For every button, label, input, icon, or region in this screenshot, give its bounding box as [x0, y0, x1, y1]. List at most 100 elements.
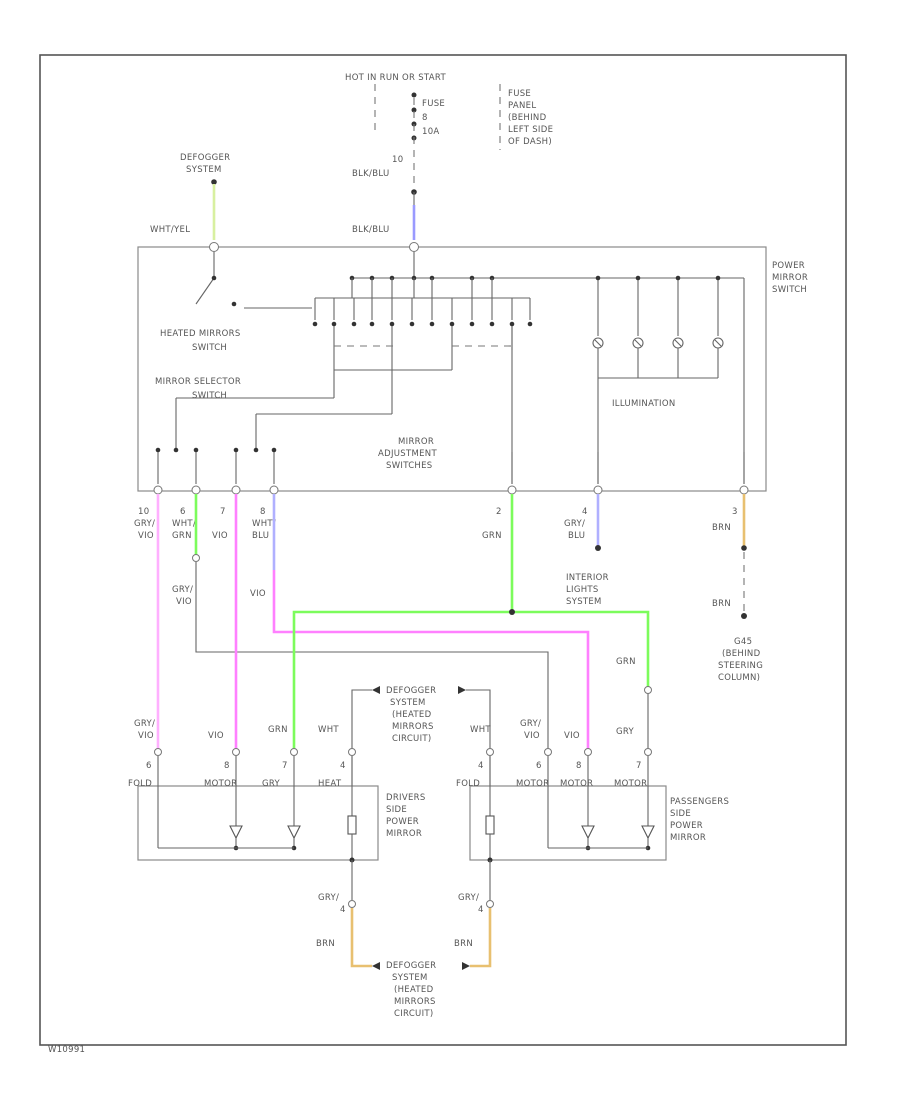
pin-label-10: 10 [138, 507, 149, 517]
contact-point-10 [489, 321, 495, 327]
bulb-filament-4 [714, 339, 722, 347]
passenger-pinlabel-1: FOLD [456, 779, 480, 789]
bulb-filament-3 [674, 339, 682, 347]
ground-label-3: STEERING [718, 661, 763, 671]
adjust-label-1: MIRROR [398, 437, 434, 447]
pin-label-4: 4 [582, 507, 588, 517]
driver-bottom-wire-3: BRN [316, 939, 335, 949]
driver-pin-1: 6 [146, 761, 152, 771]
driver-pin-2: 8 [224, 761, 230, 771]
switch-title-1: POWER [772, 261, 805, 271]
pin-label-3: 3 [732, 507, 738, 517]
passenger-pin-4: 7 [636, 761, 642, 771]
mid-gry-vio-b: VIO [176, 597, 192, 607]
bulb-filament-2 [634, 339, 642, 347]
ground-label-1: G45 [734, 637, 752, 647]
contact-point-4 [369, 321, 375, 327]
brn-wire-driver-heater [350, 908, 372, 968]
switch-title-2: MIRROR [772, 273, 808, 283]
pass-int-pin-connector-3 [584, 748, 592, 756]
pass-int-pin-connector-4 [644, 748, 652, 756]
driver-int-pin-connector-4 [348, 748, 356, 756]
defogger-switch-label-2: SYSTEM [186, 165, 222, 175]
driver-wire-1a: GRY/ [134, 719, 155, 729]
defogger-bottom-2: SYSTEM [392, 973, 428, 983]
pin-wire-6b: GRN [172, 531, 192, 541]
bulb-node-1 [595, 275, 601, 281]
connector-power-input [409, 242, 419, 252]
passenger-mirror-internals [485, 748, 655, 863]
defogger-bottom-arrow-right [462, 962, 470, 970]
driver-int-pin-connector-3 [290, 748, 298, 756]
gry-vio-wire-passenger [195, 562, 549, 750]
mid-vio: VIO [250, 589, 266, 599]
defogger-bottom-4: MIRRORS [394, 997, 436, 1007]
driver-pinlabel-2: MOTOR [204, 779, 237, 789]
ground-node [741, 613, 747, 619]
selector-contact-3 [193, 447, 199, 453]
connector-defogger-input [209, 242, 219, 252]
mid-grn-right: GRN [616, 657, 636, 667]
driver-mirror-name-4: MIRROR [386, 829, 422, 839]
passenger-pin-2: 6 [536, 761, 542, 771]
contact-point-12 [527, 321, 533, 327]
ground-label-2: (BEHIND [722, 649, 761, 659]
power-mirror-switch-box [137, 246, 767, 492]
pin-wire-8b: BLU [252, 531, 269, 541]
selector-label-1: MIRROR SELECTOR [155, 377, 241, 387]
passenger-bottom-wire-2: 4 [478, 905, 484, 915]
mid-gry-vio-a: GRY/ [172, 585, 193, 595]
switch-output-connectors [153, 452, 749, 495]
fuse-panel-1: FUSE [508, 89, 531, 99]
ground-label-4: COLUMN) [718, 673, 760, 683]
driver-int-pin-connector-1 [154, 748, 162, 756]
adjust-switch-contacts [312, 275, 533, 350]
illumination-bulbs [592, 275, 724, 378]
passenger-wire-3: VIO [564, 731, 580, 741]
output-connector-5 [507, 485, 517, 495]
driver-bottom-wire-2: 4 [340, 905, 346, 915]
passenger-pin-1: 4 [478, 761, 484, 771]
driver-pinlabel-1: FOLD [128, 779, 152, 789]
pin-wire-4b: BLU [568, 531, 585, 541]
output-connector-6 [593, 485, 603, 495]
pin-label-6: 6 [180, 507, 186, 517]
defogger-top-1: DEFOGGER [386, 686, 436, 696]
defogger-top-5: CIRCUIT) [392, 734, 432, 744]
fuse-label-2: 8 [422, 113, 428, 123]
pass-int-motor-2 [641, 825, 655, 840]
interior-lights-1: INTERIOR [566, 573, 609, 583]
passenger-bottom-wire-3: BRN [454, 939, 473, 949]
wire-mid-color: BLK/BLU [352, 225, 389, 235]
driver-wire-2: VIO [208, 731, 224, 741]
pin-wire-4a: GRY/ [564, 519, 585, 529]
switch-title-3: SWITCH [772, 285, 807, 295]
contact-point-7 [429, 321, 435, 327]
driver-pin-3: 7 [282, 761, 288, 771]
driver-bottom-wire-1: GRY/ [318, 893, 339, 903]
contact-point-9 [469, 321, 475, 327]
interior-lights-node [595, 545, 601, 551]
passenger-mirror-name-1: PASSENGERS [670, 797, 729, 807]
defogger-bottom-1: DEFOGGER [386, 961, 436, 971]
contact-point-8 [449, 321, 455, 327]
driver-pinlabel-3: GRY [262, 779, 281, 789]
defogger-bottom-arrow-left [372, 962, 380, 970]
driver-wire-3: GRN [268, 725, 288, 735]
driver-int-motor-1 [229, 825, 243, 840]
pass-int-heater-element [485, 815, 495, 835]
pin-label-7: 7 [220, 507, 226, 517]
adjust-label-3: SWITCHES [386, 461, 433, 471]
ground-brn-lower: BRN [712, 599, 731, 609]
fuse-node-2 [411, 107, 417, 113]
heated-switch-label-1: HEATED MIRRORS [160, 329, 241, 339]
contact-point-5 [389, 321, 395, 327]
contact-point-6 [409, 321, 415, 327]
defogger-switch-node [211, 179, 217, 185]
passenger-heater-connector [486, 900, 494, 908]
selector-contact-6 [271, 447, 277, 453]
pass-int-motor-1 [581, 825, 595, 840]
driver-wire-4: WHT [318, 725, 339, 735]
driver-mirror-box [137, 785, 379, 861]
bulb-filament-1 [594, 339, 602, 347]
